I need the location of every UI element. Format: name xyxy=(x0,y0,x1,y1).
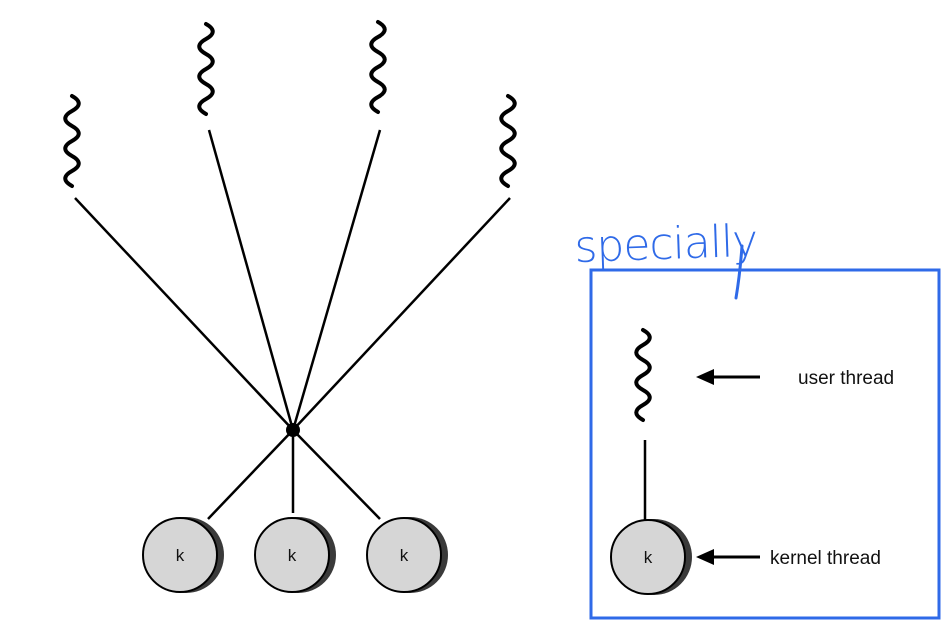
kernel-thread-3: k xyxy=(366,517,448,593)
user-thread-4 xyxy=(292,94,517,431)
kernel-thread-label: k xyxy=(176,546,185,565)
kernel-thread-label: k xyxy=(288,546,297,565)
kernel-connector-line xyxy=(207,429,294,520)
thread-connector-line xyxy=(74,197,294,431)
kernel-thread-2: k xyxy=(254,517,336,593)
handwritten-note: specially xyxy=(574,216,758,273)
legend-user-thread-icon xyxy=(634,328,652,422)
legend-frame xyxy=(589,268,941,620)
kernel-thread-1: k xyxy=(142,517,224,593)
user-thread-label: user thread xyxy=(798,368,894,389)
user-thread-2 xyxy=(197,22,295,431)
user-thread-wave-icon xyxy=(499,94,517,188)
user-thread-3 xyxy=(291,20,387,431)
thread-connector-line xyxy=(291,129,382,431)
legend-box: k user thread kernel thread xyxy=(589,268,941,620)
handwritten-stroke xyxy=(734,244,744,300)
user-thread-wave-icon xyxy=(63,94,81,188)
user-thread-wave-icon xyxy=(197,22,215,116)
kernel-thread-label: k xyxy=(400,546,409,565)
user-thread-1 xyxy=(63,94,294,431)
user-thread-arrow-icon xyxy=(696,369,760,385)
kernel-connector-line xyxy=(292,429,381,520)
legend-kernel-circle xyxy=(610,519,686,595)
thread-connector-line xyxy=(207,129,295,431)
kernel-thread-circle xyxy=(366,517,442,593)
kernel-thread-label: kernel thread xyxy=(770,548,881,569)
main-model: k k k xyxy=(63,20,517,593)
thread-connector-line xyxy=(292,197,511,431)
kernel-thread-circle xyxy=(254,517,330,593)
kernel-thread-circle xyxy=(142,517,218,593)
user-thread-wave-icon xyxy=(369,20,387,114)
legend-kernel-label: k xyxy=(644,548,653,567)
kernel-thread-arrow-icon xyxy=(696,549,760,565)
